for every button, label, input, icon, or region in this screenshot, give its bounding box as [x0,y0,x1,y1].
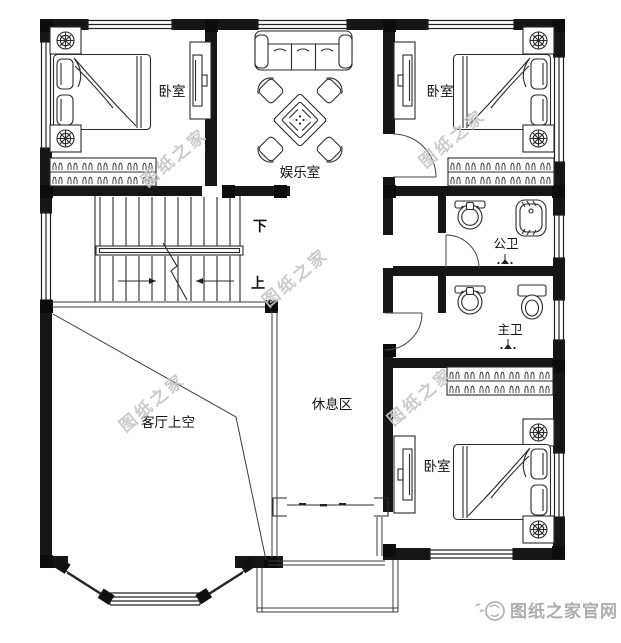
entertainment-room-furniture [253,30,353,167]
room-label-master-bath: 主卫 [497,322,522,337]
footer-logo-text: 图纸之家官网 [510,601,618,622]
windows [40,19,565,560]
toilet-icon [517,284,547,320]
nightstand-lamp-icon [50,27,81,54]
stair-break-line [162,242,188,301]
room-label-bedroom-top-right: 卧室 [427,83,454,100]
porch-outline [256,517,399,613]
tv-cabinet-icon [393,41,416,120]
chair-icon [313,73,347,107]
stairs-icon [94,196,244,302]
bay-window-icon [53,556,257,606]
window-top-left [87,19,173,30]
room-label-bedroom-bottom-right: 卧室 [424,458,451,475]
railing-icon [272,497,389,517]
window-master-bath [553,299,565,341]
window-left-bedroom [40,41,52,149]
washbasin-icon [454,200,486,230]
game-table-icon [273,93,327,147]
window-public-bath [553,214,565,259]
room-label-rest-area: 休息区 [312,396,353,413]
nightstand-lamp-icon [523,27,554,54]
window-top-middle [257,19,348,30]
chair-icon [253,73,287,107]
bathtub-icon [515,199,547,237]
bedroom-top-left-furniture [49,27,212,187]
stair-label-down: 下 [253,219,267,235]
window-bottom-bedroom [429,548,514,560]
wardrobe-icon [446,366,554,396]
stair-direction-arrows [118,278,234,284]
door-openings [202,186,393,545]
room-label-entertainment: 娱乐室 [280,164,321,181]
window-right-bedroom-bottom [553,452,565,518]
floor-drain-icon [496,253,514,265]
nightstand-lamp-icon [523,125,554,152]
sofa-icon [254,30,353,71]
room-label-public-bath: 公卫 [493,236,518,251]
bed-icon [452,443,552,521]
master-bathroom-fixtures [454,284,547,350]
nightstand-lamp-icon [50,125,81,152]
tv-cabinet-icon [189,41,212,120]
watermark-text: 图纸之家 [383,363,458,431]
door-arc-icon [384,133,480,351]
tv-cabinet-icon [393,435,416,514]
void-edge-lines [52,301,278,558]
bedroom-top-right-furniture [393,27,555,187]
void-diagonal-line [52,313,267,561]
window-top-right [427,19,515,30]
interior-walls [40,19,565,556]
blueprint-home-logo-icon [475,601,505,621]
wardrobe-icon [447,157,555,187]
window-left-stairhall [40,212,52,301]
floor-drain-icon [499,338,517,350]
room-label-bedroom-top-left: 卧室 [159,83,186,100]
washbasin-icon [454,285,486,315]
nightstand-lamp-icon [523,419,554,446]
room-label-living-void: 客厅上空 [141,414,195,431]
chair-icon [253,133,287,167]
public-bathroom-fixtures [454,199,547,265]
wardrobe-icon [49,157,157,187]
stair-label-up: 上 [251,276,265,292]
nightstand-lamp-icon [523,516,554,543]
watermark-text: 图纸之家 [258,244,333,312]
window-right-bedroom-top [553,56,565,163]
chair-icon [313,133,347,167]
bed-icon [52,53,152,131]
footer-logo: 图纸之家官网 [475,601,618,622]
